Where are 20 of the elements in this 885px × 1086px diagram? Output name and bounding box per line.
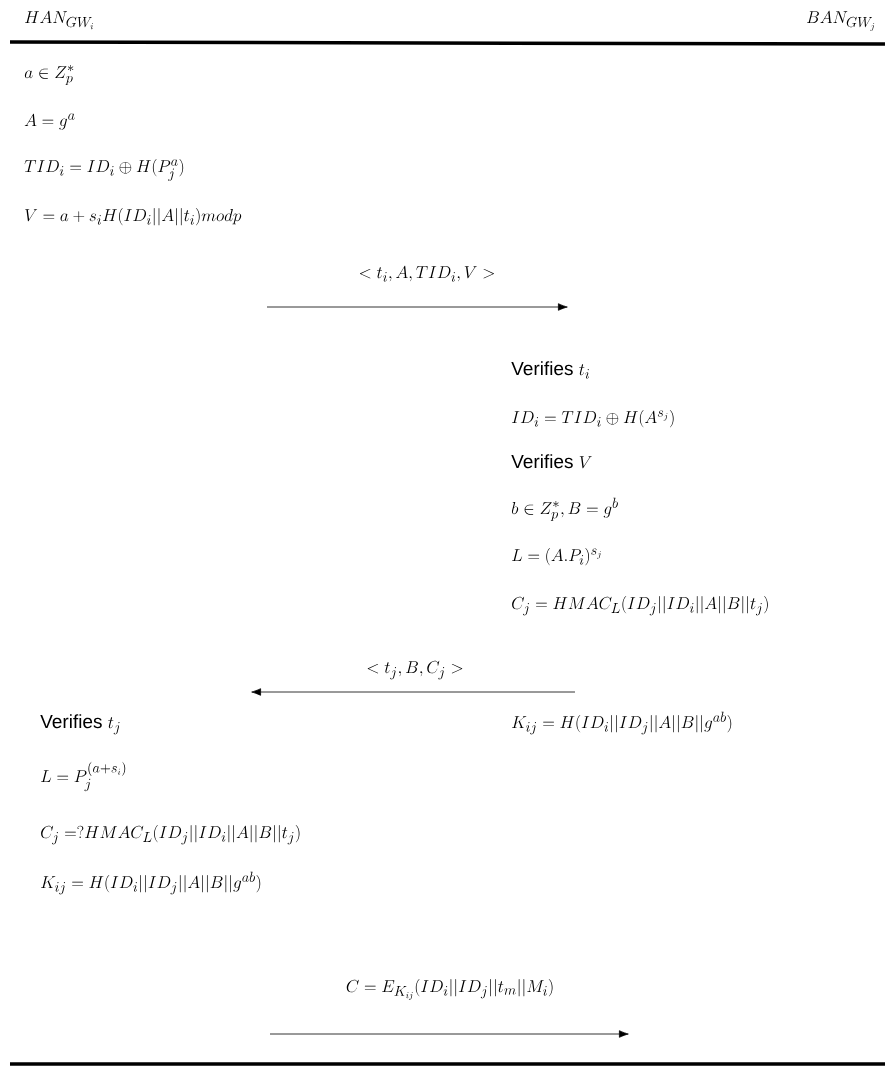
formula-line: $L = (A.P_i)^{s_j}$ xyxy=(512,548,601,566)
party-label: $HAN_{GW_i}$ xyxy=(25,10,93,30)
formula-line: $a \in Z_p^*$ xyxy=(24,65,74,86)
formula-line: $ID_i = TID_i \oplus H(A^{s_j})$ xyxy=(511,410,674,428)
message-label: $< t_i, A, TID_i, V >$ xyxy=(360,265,494,282)
formula-line: $V = a + s_i H(ID_i||A||t_i) mod p$ xyxy=(25,208,242,226)
formula-line: $\text{Verifies } t_i$ xyxy=(511,361,589,379)
formula-line: $A = g^a$ xyxy=(24,113,75,130)
message-label: $C = E_{K_{ij}}(ID_i||ID_j||t_m||M_i)$ xyxy=(346,979,553,1000)
formula-line: $K_{ij} = H(ID_i||ID_j||A||B||g^{ab})$ xyxy=(512,711,732,735)
formula-line: $\text{Verifies } V$ xyxy=(511,454,592,469)
formula-line: $\text{Verifies } t_j$ xyxy=(40,714,120,735)
message-label: $< t_j, B, C_j >$ xyxy=(367,660,463,680)
party-label: $BAN_{GW_j}$ xyxy=(806,10,875,31)
formula-line: $TID_i = ID_i \oplus H(P_j^a)$ xyxy=(24,159,184,181)
formula-line: $b \in Z_p^*, B = g^b$ xyxy=(512,497,618,522)
formula-line: $L = P_j^{(a+s_i)}$ xyxy=(41,761,126,792)
formula-line: $K_{ij} = H(ID_i||ID_j||A||B||g^{ab})$ xyxy=(41,871,261,895)
formula-line: $C_j =? HMAC_L(ID_j||ID_i||A||B||t_j)$ xyxy=(41,825,300,845)
formula-line: $C_j = HMAC_L(ID_j||ID_i||A||B||t_j)$ xyxy=(512,596,768,616)
